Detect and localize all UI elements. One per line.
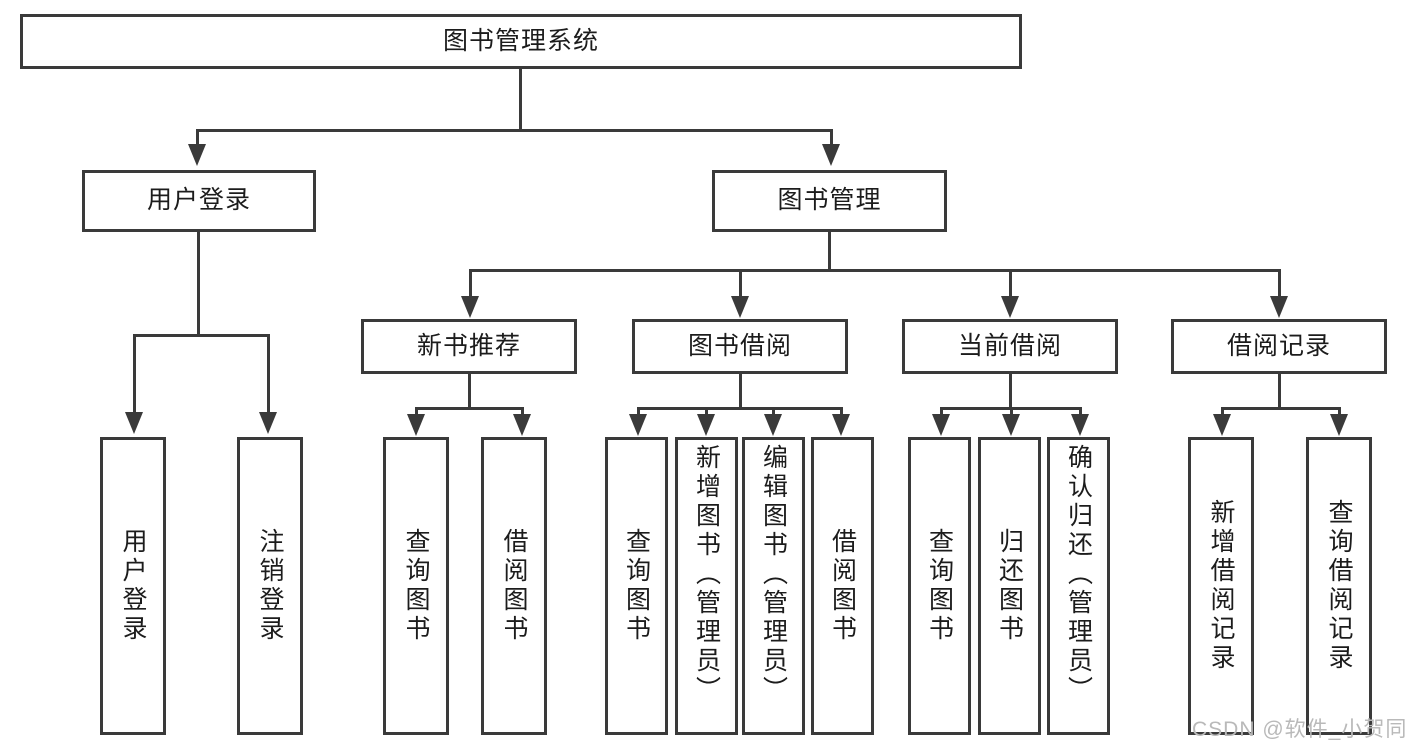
arrow-leaf-borrow-book-1 — [513, 414, 531, 436]
node-label: 图书管理系统 — [442, 26, 599, 55]
node-label: 借阅图书 — [828, 528, 857, 644]
edge-book-borrow-c3 — [772, 407, 775, 417]
arrow-leaf-query-book-2 — [629, 414, 647, 436]
node-label: 查询图书 — [925, 528, 954, 644]
edge-book-mgmt-bus — [469, 269, 1279, 272]
node-label: 查询借阅记录 — [1325, 499, 1353, 673]
node-label: 归还图书 — [995, 528, 1024, 644]
edge-current-borrow-c3 — [1079, 407, 1082, 417]
edge-book-borrow-bus — [637, 407, 843, 410]
edge-current-borrow-stem — [1009, 374, 1012, 410]
node-label: 用户登录 — [119, 528, 147, 644]
edge-book-borrow-stem — [739, 374, 742, 410]
leaf-add-borrow-record[interactable]: 新增借阅记录 — [1188, 437, 1254, 735]
arrow-leaf-user-login — [125, 412, 143, 434]
leaf-query-book-new[interactable]: 查询图书 — [383, 437, 449, 735]
arrow-to-borrow-record — [1270, 296, 1288, 318]
edge-current-borrow-c2 — [1010, 407, 1013, 417]
node-label: 新增借阅记录 — [1207, 499, 1235, 673]
edge-root-to-book-mgmt — [830, 129, 833, 147]
arrow-to-current-borrow — [1001, 296, 1019, 318]
edge-borrow-record-left — [1221, 407, 1224, 417]
edge-borrow-record-stem — [1278, 374, 1281, 410]
edge-user-login-left — [133, 334, 136, 414]
node-new-book-recommendation[interactable]: 新书推荐 — [361, 319, 577, 374]
arrow-leaf-return-book — [1002, 414, 1020, 436]
arrow-leaf-add-record — [1213, 414, 1231, 436]
edge-user-login-right — [267, 334, 270, 414]
arrow-leaf-edit-book — [764, 414, 782, 436]
leaf-user-login[interactable]: 用户登录 — [100, 437, 166, 735]
node-borrow-record[interactable]: 借阅记录 — [1171, 319, 1387, 374]
edge-bus-to-borrow-record — [1278, 269, 1281, 299]
node-label: 新增图书（管理员） — [692, 444, 721, 705]
leaf-edit-book-admin[interactable]: 编辑图书（管理员） — [742, 437, 805, 735]
edge-new-book-right — [521, 407, 524, 417]
leaf-borrow-book-new[interactable]: 借阅图书 — [481, 437, 547, 735]
edge-book-mgmt-stem — [828, 232, 831, 272]
edge-user-login-stem — [197, 232, 200, 337]
node-user-login[interactable]: 用户登录 — [82, 170, 316, 232]
node-label: 注销登录 — [256, 528, 284, 644]
edge-bus-to-current-borrow — [1009, 269, 1012, 299]
arrow-to-book-borrow — [731, 296, 749, 318]
edge-user-login-bus — [133, 334, 270, 337]
node-label: 用户登录 — [146, 186, 251, 215]
arrow-leaf-borrow-book-2 — [832, 414, 850, 436]
node-label: 查询图书 — [622, 528, 651, 644]
edge-bus-to-book-borrow — [739, 269, 742, 299]
leaf-return-book[interactable]: 归还图书 — [978, 437, 1041, 735]
leaf-confirm-return-admin[interactable]: 确认归还（管理员） — [1047, 437, 1110, 735]
edge-book-borrow-c1 — [637, 407, 640, 417]
node-label: 图书借阅 — [687, 331, 792, 360]
edge-book-borrow-c2 — [705, 407, 708, 417]
node-label: 图书管理 — [777, 186, 882, 215]
leaf-query-book-current[interactable]: 查询图书 — [908, 437, 971, 735]
node-label: 借阅图书 — [500, 528, 528, 644]
node-label: 确认归还（管理员） — [1064, 444, 1093, 705]
arrow-leaf-query-book-1 — [407, 414, 425, 436]
arrow-to-new-book — [461, 296, 479, 318]
edge-root-stem — [519, 69, 522, 131]
edge-root-bus — [196, 129, 833, 132]
edge-borrow-record-bus — [1221, 407, 1340, 410]
arrow-leaf-confirm-return — [1071, 414, 1089, 436]
node-label: 查询图书 — [402, 528, 430, 644]
arrow-to-book-mgmt — [822, 144, 840, 166]
node-label: 编辑图书（管理员） — [759, 444, 788, 705]
edge-new-book-bus — [415, 407, 524, 410]
arrow-leaf-add-book — [697, 414, 715, 436]
leaf-borrow-book-borrow[interactable]: 借阅图书 — [811, 437, 874, 735]
arrow-to-user-login — [188, 144, 206, 166]
edge-root-to-user-login — [196, 129, 199, 147]
node-label: 新书推荐 — [416, 331, 521, 360]
arrow-leaf-logout — [259, 412, 277, 434]
node-label: 借阅记录 — [1226, 331, 1331, 360]
edge-borrow-record-right — [1338, 407, 1341, 417]
edge-book-borrow-c4 — [840, 407, 843, 417]
edge-current-borrow-c1 — [940, 407, 943, 417]
arrow-leaf-query-record — [1330, 414, 1348, 436]
leaf-logout[interactable]: 注销登录 — [237, 437, 303, 735]
leaf-query-borrow-record[interactable]: 查询借阅记录 — [1306, 437, 1372, 735]
edge-bus-to-new-book — [469, 269, 472, 299]
leaf-add-book-admin[interactable]: 新增图书（管理员） — [675, 437, 738, 735]
node-label: 当前借阅 — [957, 331, 1062, 360]
leaf-query-book-borrow[interactable]: 查询图书 — [605, 437, 668, 735]
arrow-leaf-query-book-3 — [932, 414, 950, 436]
node-current-borrow[interactable]: 当前借阅 — [902, 319, 1118, 374]
edge-new-book-left — [415, 407, 418, 417]
node-root-system[interactable]: 图书管理系统 — [20, 14, 1022, 69]
edge-new-book-stem — [468, 374, 471, 410]
node-book-management[interactable]: 图书管理 — [712, 170, 947, 232]
node-book-borrow[interactable]: 图书借阅 — [632, 319, 848, 374]
